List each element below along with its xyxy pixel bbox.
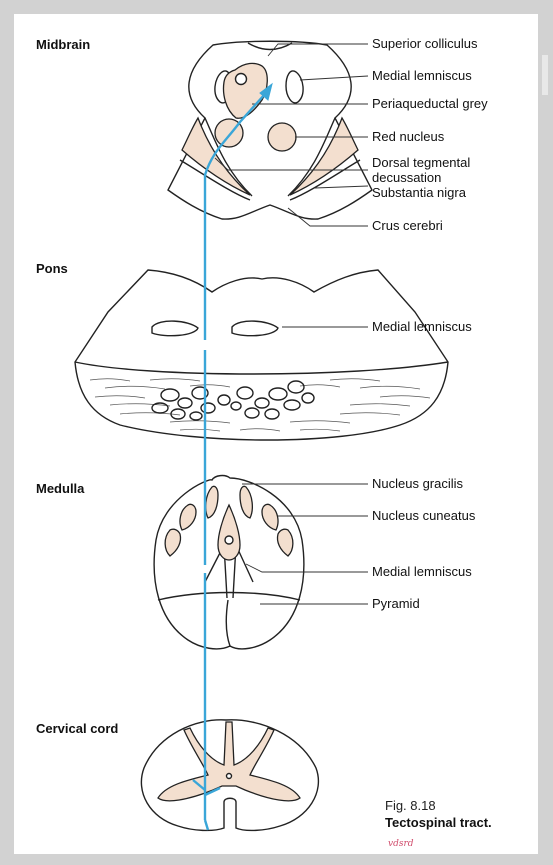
label-superior-colliculus: Superior colliculus: [372, 36, 478, 51]
medulla-section: Medulla Nucleus gracilis Nucleus cuneatu…: [36, 476, 476, 649]
label-red-nucleus: Red nucleus: [372, 129, 445, 144]
label-periaqueductal-grey: Periaqueductal grey: [372, 96, 488, 111]
cervical-heading: Cervical cord: [36, 721, 118, 736]
cerebral-aqueduct: [236, 74, 247, 85]
label-dorsal-tegmental-2: decussation: [372, 170, 441, 185]
red-nucleus-right: [268, 123, 296, 151]
label-dorsal-tegmental-1: Dorsal tegmental: [372, 155, 470, 170]
figure-number: Fig. 8.18: [385, 798, 436, 813]
pons-outline: [75, 270, 448, 440]
label-medial-lemniscus-pons: Medial lemniscus: [372, 319, 472, 334]
figure-caption: Fig. 8.18 Tectospinal tract. vdsrd: [385, 798, 492, 849]
label-medial-lemniscus-medulla: Medial lemniscus: [372, 564, 472, 579]
medulla-heading: Medulla: [36, 481, 85, 496]
midbrain-heading: Midbrain: [36, 37, 90, 52]
pons-heading: Pons: [36, 261, 68, 276]
medulla-outline: [154, 476, 304, 649]
label-nucleus-gracilis: Nucleus gracilis: [372, 476, 464, 491]
label-substantia-nigra: Substantia nigra: [372, 185, 467, 200]
pons-section: Pons Medial lemniscus: [36, 261, 472, 440]
handwritten-note: vdsrd: [388, 839, 414, 849]
label-nucleus-cuneatus: Nucleus cuneatus: [372, 508, 476, 523]
midbrain-section: Midbrain: [36, 36, 488, 233]
label-crus-cerebri: Crus cerebri: [372, 218, 443, 233]
cervical-section: Cervical cord: [36, 720, 318, 831]
label-medial-lemniscus-midbrain: Medial lemniscus: [372, 68, 472, 83]
central-canal-cord: [227, 774, 232, 779]
label-pyramid: Pyramid: [372, 596, 420, 611]
figure-title: Tectospinal tract.: [385, 815, 492, 830]
central-canal-medulla: [225, 536, 233, 544]
